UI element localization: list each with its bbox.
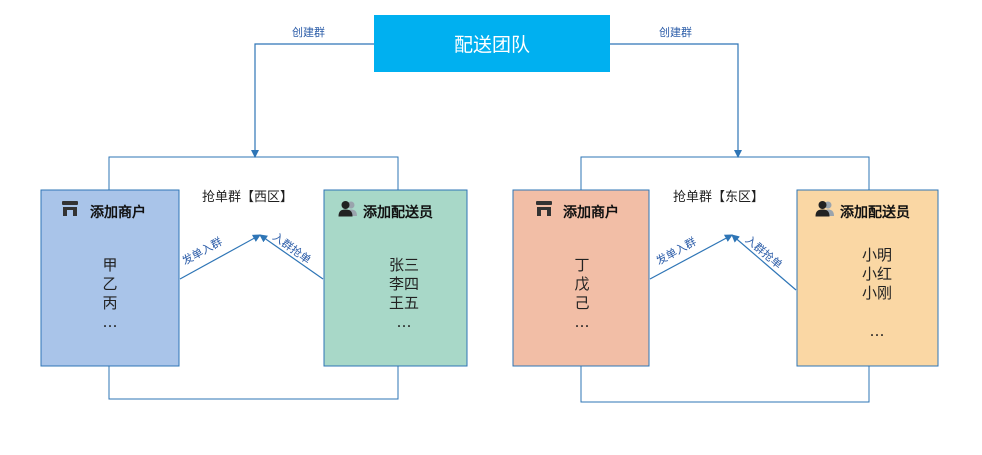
west-group-title: 抢单群【西区】 — [202, 190, 294, 205]
west-courier-list: 张三 李四 王五 … — [372, 256, 436, 332]
create-group-label-east: 创建群 — [659, 26, 692, 39]
east-courier-list: 小明 小红 小刚 … — [845, 246, 909, 341]
east-courier-arrow — [731, 234, 797, 291]
list-item: 小红 — [861, 265, 892, 283]
east-merchant-title: 添加商户 — [563, 205, 619, 221]
west-merchant-title: 添加商户 — [90, 205, 146, 221]
create-group-label-west: 创建群 — [292, 26, 325, 39]
list-item: … — [396, 313, 412, 331]
list-item: … — [574, 313, 590, 331]
east-merchant-box — [512, 189, 650, 367]
list-item: 王五 — [388, 294, 419, 312]
east-group-title: 抢单群【东区】 — [673, 190, 765, 205]
east-courier-title: 添加配送员 — [840, 205, 910, 221]
east-courier-box — [796, 189, 939, 367]
west-merchant-arrow — [179, 234, 261, 280]
list-item: 丁 — [574, 256, 590, 274]
list-item: 乙 — [102, 275, 118, 293]
connector-team-to-west — [251, 43, 374, 158]
west-merchant-list: 甲 乙 丙 … — [80, 256, 140, 332]
list-item: 戊 — [574, 275, 590, 293]
east-merchant-arrow — [649, 234, 733, 280]
user-group-icon — [338, 200, 358, 221]
list-item: … — [869, 322, 885, 340]
list-item: 丙 — [102, 294, 118, 312]
list-item: … — [102, 313, 118, 331]
list-item — [845, 303, 909, 322]
list-item: 小刚 — [861, 284, 892, 302]
east-merchant-list: 丁 戊 己 … — [552, 256, 612, 332]
user-group-icon — [815, 200, 835, 221]
west-courier-arrow — [259, 234, 324, 280]
list-item: 李四 — [388, 275, 419, 293]
connector-team-to-east — [610, 43, 742, 158]
list-item: 己 — [574, 294, 590, 312]
list-item: 小明 — [861, 246, 892, 264]
west-merchant-box — [40, 189, 180, 367]
store-icon — [61, 201, 79, 221]
west-courier-box — [323, 189, 468, 367]
store-icon — [535, 201, 553, 221]
west-courier-title: 添加配送员 — [363, 205, 433, 221]
list-item: 张三 — [388, 256, 419, 274]
delivery-team-label: 配送团队 — [453, 34, 530, 56]
delivery-team-box: 配送团队 — [374, 15, 610, 72]
list-item: 甲 — [102, 256, 118, 274]
